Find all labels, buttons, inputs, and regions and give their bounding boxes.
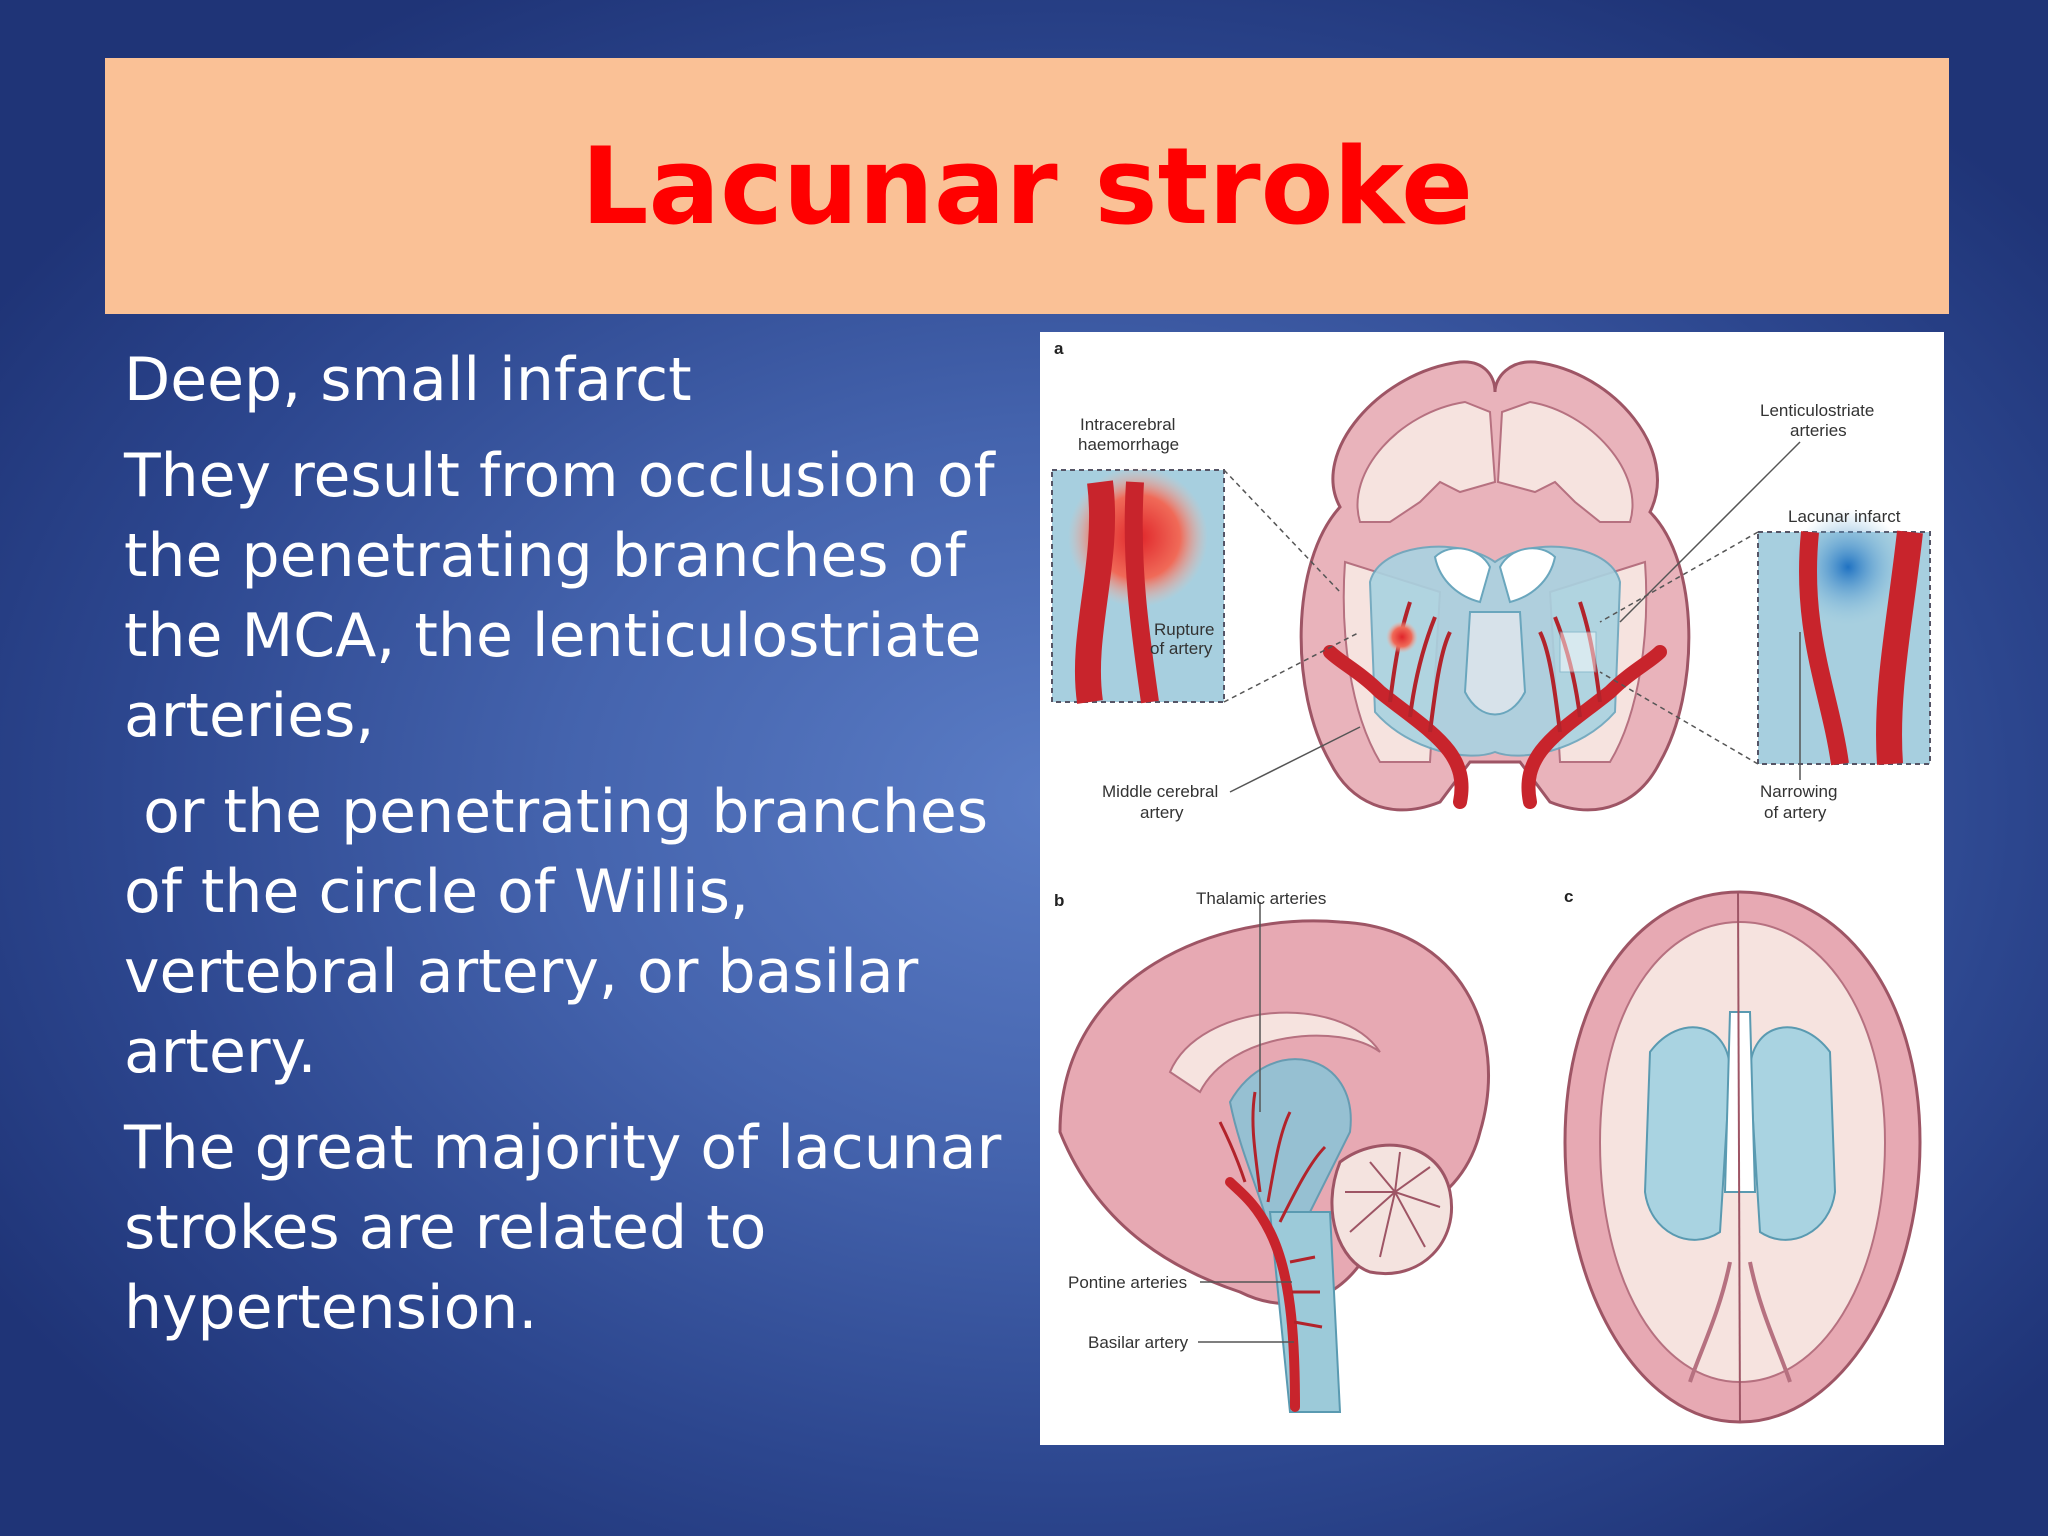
label-basilar-artery: Basilar artery: [1088, 1333, 1189, 1352]
label-narrowing: Narrowing: [1760, 782, 1837, 801]
label-lacunar-infarct: Lacunar infarct: [1788, 507, 1901, 526]
bullet-circle-of-willis: or the penetrating branches of the circl…: [124, 777, 1008, 1087]
label-arteries: arteries: [1790, 421, 1847, 440]
panel-b-letter: b: [1054, 891, 1064, 910]
label-pontine-arteries: Pontine arteries: [1068, 1273, 1187, 1292]
coronal-brain-section: [1299, 360, 1691, 812]
label-haemorrhage: haemorrhage: [1078, 435, 1179, 454]
haemorrhage-inset: [1051, 467, 1361, 704]
label-of-artery-narrowing: of artery: [1764, 803, 1827, 822]
sagittal-brain-section: [1058, 902, 1490, 1413]
slide-title: Lacunar stroke: [581, 124, 1473, 248]
title-bar: Lacunar stroke: [105, 58, 1949, 314]
label-mca-artery: artery: [1140, 803, 1184, 822]
bullet-occlusion-mca: They result from occlusion of the penetr…: [124, 441, 995, 751]
label-of-artery-rupture: of artery: [1150, 639, 1213, 658]
label-thalamic-arteries: Thalamic arteries: [1196, 889, 1326, 908]
label-middle-cerebral: Middle cerebral: [1102, 782, 1218, 801]
axial-brain-section: [1563, 890, 1922, 1424]
panel-a-letter: a: [1054, 339, 1064, 358]
panel-c-letter: c: [1564, 887, 1573, 906]
label-lenticulostriate: Lenticulostriate: [1760, 401, 1874, 420]
body-text: Deep, small infarct They result from occ…: [124, 340, 1004, 1364]
label-intracerebral: Intracerebral: [1080, 415, 1175, 434]
label-rupture: Rupture: [1154, 620, 1214, 639]
brain-figure-svg: a: [1051, 339, 1931, 1424]
bullet-deep-small-infarct: Deep, small infarct: [124, 345, 692, 415]
brain-illustration: a: [1040, 332, 1944, 1445]
lacunar-infarct-inset: [1599, 509, 1931, 766]
bullet-hypertension: The great majority of lacunar strokes ar…: [124, 1113, 1002, 1343]
